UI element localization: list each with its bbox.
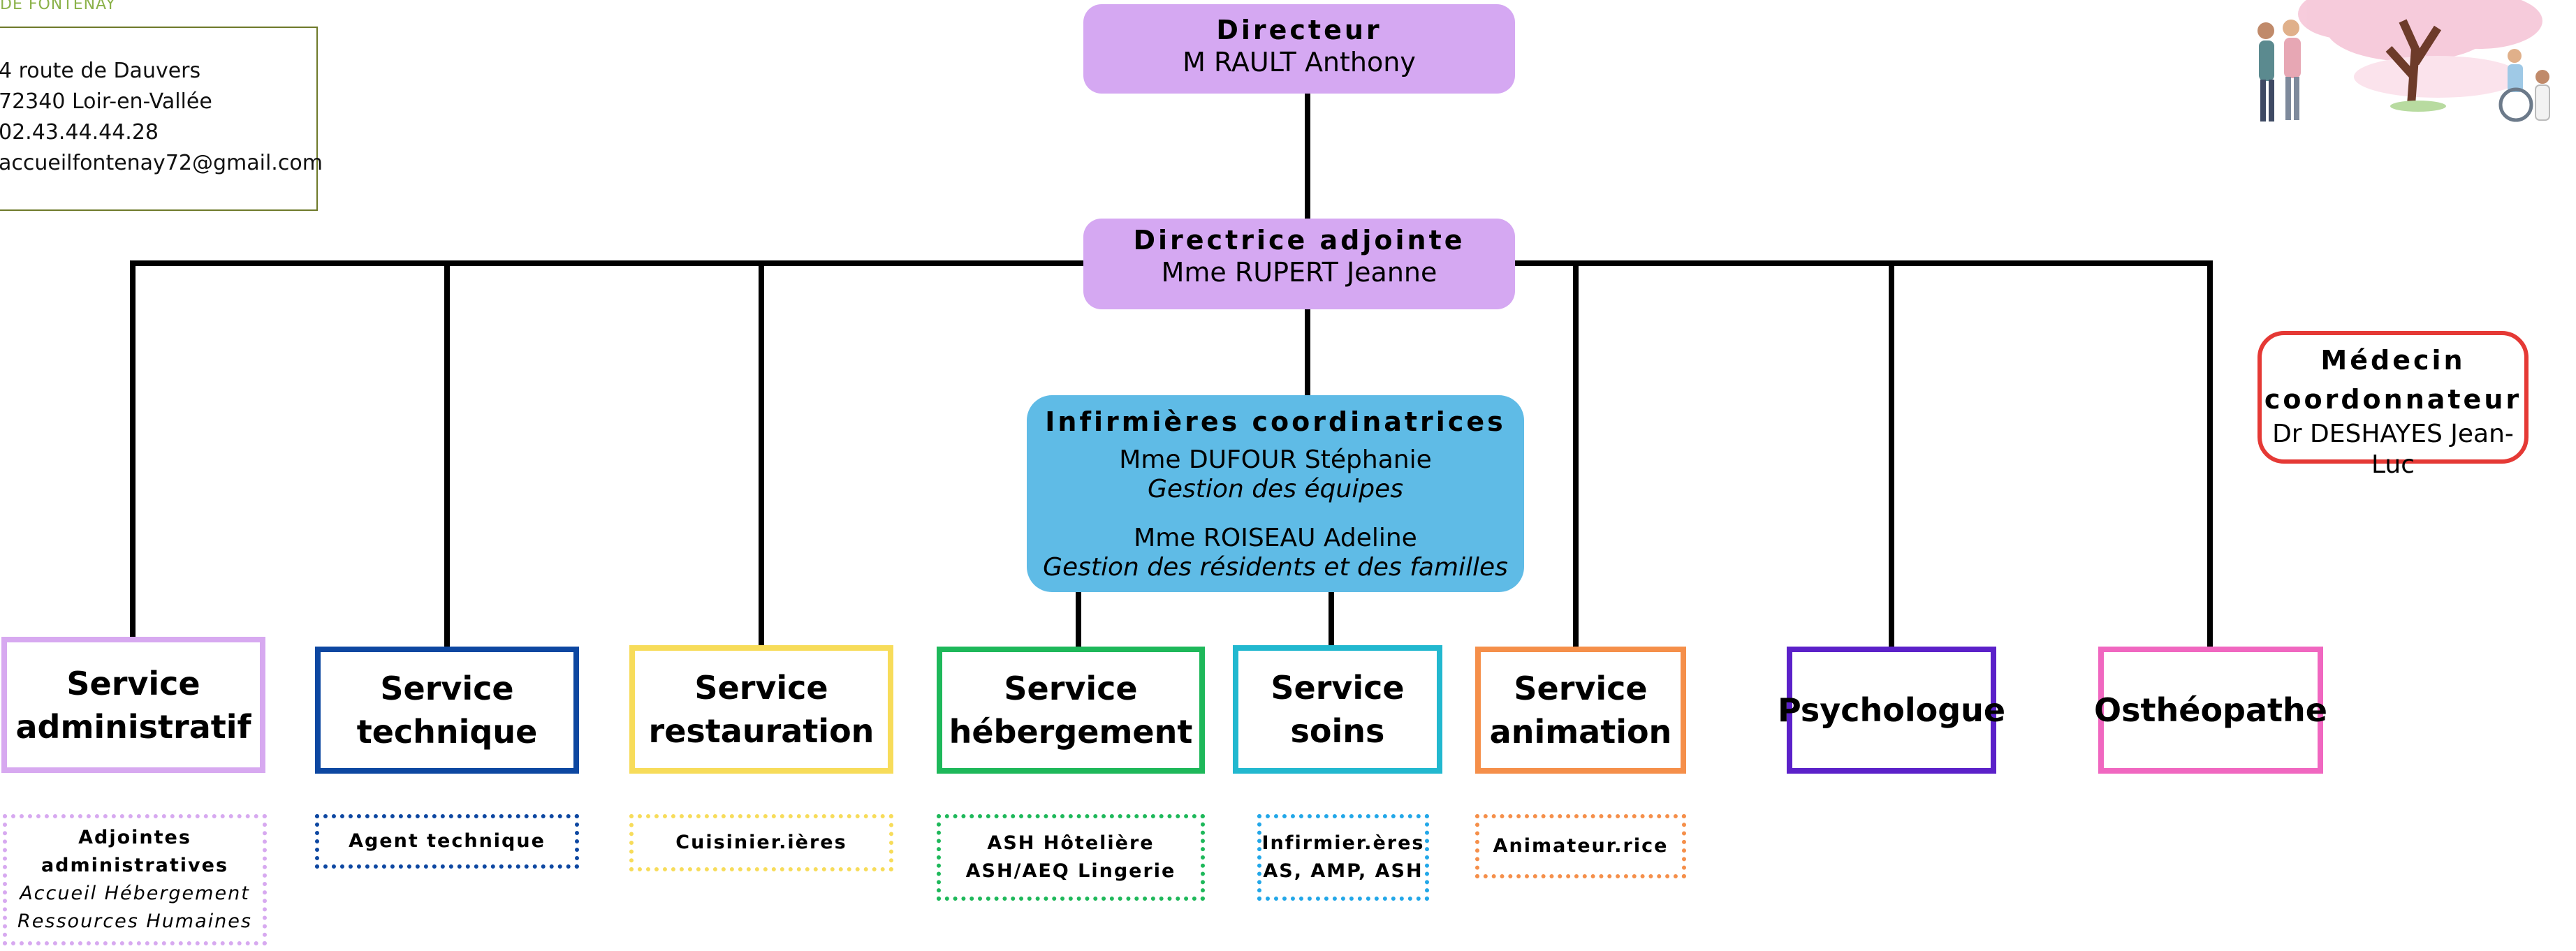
service-administratif-line1: Service xyxy=(66,664,200,702)
address-phone: 02.43.44.44.28 xyxy=(0,120,159,145)
subunit-soins-line2: AS, AMP, ASH xyxy=(1263,860,1424,882)
service-administratif-box: Service administratif xyxy=(1,637,265,773)
osteopathe-box: Osthéopathe xyxy=(2094,647,2327,774)
service-hebergement-box: Service hébergement xyxy=(937,647,1205,774)
address-email: accueilfontenay72@gmail.com xyxy=(0,151,323,175)
service-soins-line2: soins xyxy=(1290,712,1385,750)
service-restauration-line1: Service xyxy=(694,669,828,707)
service-hebergement-line1: Service xyxy=(1004,670,1138,707)
service-restauration-box: Service restauration xyxy=(629,645,893,774)
psychologue-box: Psychologue xyxy=(1778,647,2005,774)
service-animation-box: Service animation xyxy=(1475,647,1686,774)
subunit-hebergement-line1: ASH Hôtelière xyxy=(987,832,1155,854)
service-administratif-line2: administratif xyxy=(15,707,251,746)
service-technique-line2: technique xyxy=(356,713,538,751)
deputy-director-box: Directrice adjointe Mme RUPERT Jeanne xyxy=(1083,219,1515,309)
subunit-restauration: Cuisinier.ières xyxy=(629,814,893,871)
subunit-animation: Animateur.rice xyxy=(1475,814,1686,878)
subunit-hebergement: ASH Hôtelière ASH/AEQ Lingerie xyxy=(937,814,1205,901)
medical-coordinator-name: Dr DESHAYES Jean-Luc xyxy=(2272,420,2514,479)
subunit-administratif: Adjointes administratives Accueil Héberg… xyxy=(3,814,267,945)
address-city: 72340 Loir-en-Vallée xyxy=(0,89,212,114)
subunit-restauration-line1: Cuisinier.ières xyxy=(675,832,847,853)
address-street: 4 route de Dauvers xyxy=(0,59,201,83)
coordinator-2-role: Gestion des résidents et des familles xyxy=(1043,553,1508,582)
service-technique-line1: Service xyxy=(380,670,514,707)
subunit-hebergement-line2: ASH/AEQ Lingerie xyxy=(965,860,1176,882)
deputy-director-name: Mme RUPERT Jeanne xyxy=(1161,257,1437,288)
psychologue-label: Psychologue xyxy=(1777,691,2006,729)
osteopathe-label: Osthéopathe xyxy=(2094,691,2327,729)
service-animation-line2: animation xyxy=(1489,713,1672,751)
cherry-tree-elderly-care-illustration-icon xyxy=(2257,0,2550,122)
service-hebergement-line2: hébergement xyxy=(949,713,1193,751)
subunit-administratif-line4: Ressources Humaines xyxy=(17,911,252,932)
address-card: 4 route de Dauvers 72340 Loir-en-Vallée … xyxy=(0,27,323,211)
subunit-technique: Agent technique xyxy=(315,814,579,869)
medical-coordinator-box: Médecin coordonnateur Dr DESHAYES Jean-L… xyxy=(2257,331,2529,479)
medical-coordinator-title-1: Médecin xyxy=(2320,345,2466,376)
deputy-director-title: Directrice adjointe xyxy=(1133,225,1465,256)
service-animation-line1: Service xyxy=(1514,670,1648,707)
nurse-coordinators-title: Infirmières coordinatrices xyxy=(1045,406,1506,437)
subunit-administratif-line2: administratives xyxy=(41,855,229,876)
subunit-administratif-line1: Adjointes xyxy=(78,827,191,848)
service-restauration-line2: restauration xyxy=(648,712,874,750)
coordinator-2-name: Mme ROISEAU Adeline xyxy=(1134,524,1417,552)
director-name: M RAULT Anthony xyxy=(1183,47,1416,78)
coordinator-1-role: Gestion des équipes xyxy=(1148,475,1403,503)
nurse-coordinators-box: Infirmières coordinatrices Mme DUFOUR St… xyxy=(1027,395,1524,592)
subunit-technique-line1: Agent technique xyxy=(349,830,546,852)
coordinator-1-name: Mme DUFOUR Stéphanie xyxy=(1119,445,1432,474)
director-box: Directeur M RAULT Anthony xyxy=(1083,4,1515,94)
director-title: Directeur xyxy=(1216,15,1382,45)
subunit-animation-line1: Animateur.rice xyxy=(1493,835,1669,857)
subunit-soins: Infirmier.ères AS, AMP, ASH xyxy=(1257,814,1429,901)
service-soins-line1: Service xyxy=(1271,669,1405,707)
service-technique-box: Service technique xyxy=(315,647,579,774)
service-soins-box: Service soins xyxy=(1233,645,1442,774)
subunit-administratif-line3: Accueil Hébergement xyxy=(20,883,250,904)
brand-logo-text: DE FONTENAY xyxy=(0,0,116,13)
subunit-soins-line1: Infirmier.ères xyxy=(1261,832,1425,854)
medical-coordinator-title-2: coordonnateur xyxy=(2264,384,2522,415)
